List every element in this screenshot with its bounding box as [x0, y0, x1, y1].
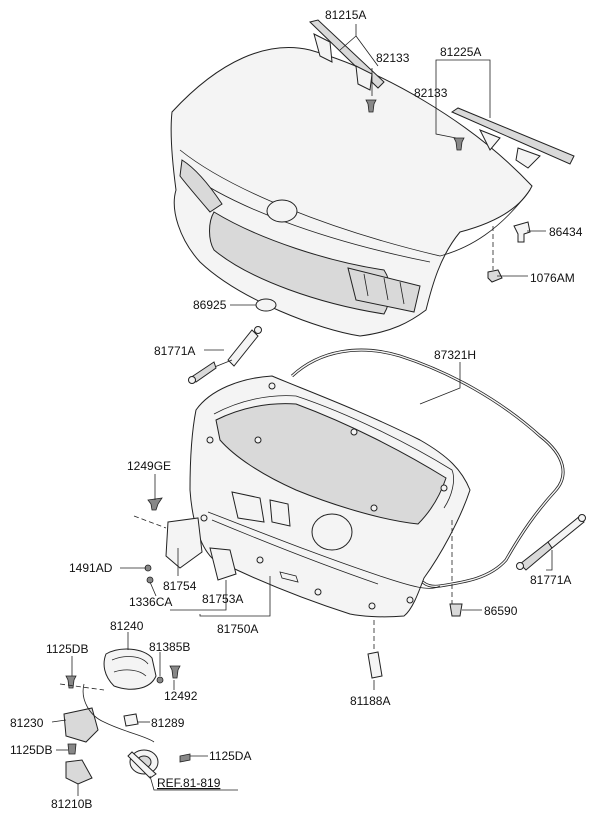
label-81225A: 81225A [440, 45, 481, 59]
weatherstrip-seal [290, 348, 565, 588]
label-86590: 86590 [484, 604, 518, 618]
label-81385B: 81385B [149, 640, 190, 654]
bumper-86434 [513, 221, 531, 243]
label-1249GE: 1249GE [127, 459, 171, 473]
label-ref-81-819: REF.81-819 [157, 776, 221, 790]
label-81753A: 81753A [202, 592, 243, 606]
label-81210B: 81210B [51, 797, 92, 811]
label-1076AM: 1076AM [530, 271, 575, 285]
label-81754: 81754 [163, 579, 197, 593]
label-1125DA: 1125DA [209, 749, 251, 763]
bolt-82133-left [365, 99, 377, 113]
label-81240: 81240 [110, 619, 144, 633]
left-hinge [309, 19, 385, 91]
bolt-1125DA [179, 753, 191, 763]
lock-actuator [127, 749, 159, 779]
handle-81240 [103, 648, 157, 690]
screw-12492 [169, 665, 181, 679]
gas-strut-left [188, 326, 262, 384]
label-81188A: 81188A [350, 694, 390, 708]
trunk-lid [170, 47, 533, 337]
bolt-1249GE [147, 497, 163, 511]
leader-lines [51, 24, 553, 796]
clip-86590 [449, 603, 463, 617]
cover-81754 [165, 517, 203, 569]
label-86434: 86434 [549, 225, 583, 239]
label-81289: 81289 [151, 716, 185, 730]
screw-81385B [156, 676, 164, 684]
cable [82, 683, 155, 743]
label-1125DB-upper: 1125DB [46, 642, 88, 656]
label-87321H: 87321H [434, 348, 476, 362]
label-12492: 12492 [164, 689, 198, 703]
callout-labels: 81215A 82133 81225A 82133 86434 1076AM 8… [10, 8, 583, 811]
right-hinge [450, 107, 575, 169]
label-81215A: 81215A [325, 8, 366, 22]
label-82133-right: 82133 [414, 86, 448, 100]
ring-86925 [255, 298, 277, 312]
label-81771A-right: 81771A [530, 573, 571, 587]
bolt-1125DB-upper [65, 675, 77, 689]
bolt-82133-right [453, 137, 465, 151]
inner-lid-panel [189, 375, 471, 618]
label-81230: 81230 [10, 716, 44, 730]
striker-81210B [65, 759, 93, 785]
label-1336CA: 1336CA [129, 595, 172, 609]
label-81771A-left: 81771A [154, 344, 195, 358]
bumper-81289 [123, 713, 139, 727]
label-1491AD: 1491AD [69, 561, 113, 575]
label-86925: 86925 [193, 298, 227, 312]
nut-1076AM [487, 269, 503, 283]
cover-81753A [209, 547, 237, 581]
part-81188A [367, 651, 383, 679]
label-81750A: 81750A [217, 622, 258, 636]
label-82133-left: 82133 [376, 51, 410, 65]
bolt-1125DB-lower [67, 743, 77, 755]
label-1125DB-lower: 1125DB [10, 743, 52, 757]
latch-81230 [63, 707, 99, 743]
gas-strut-right [516, 514, 586, 571]
